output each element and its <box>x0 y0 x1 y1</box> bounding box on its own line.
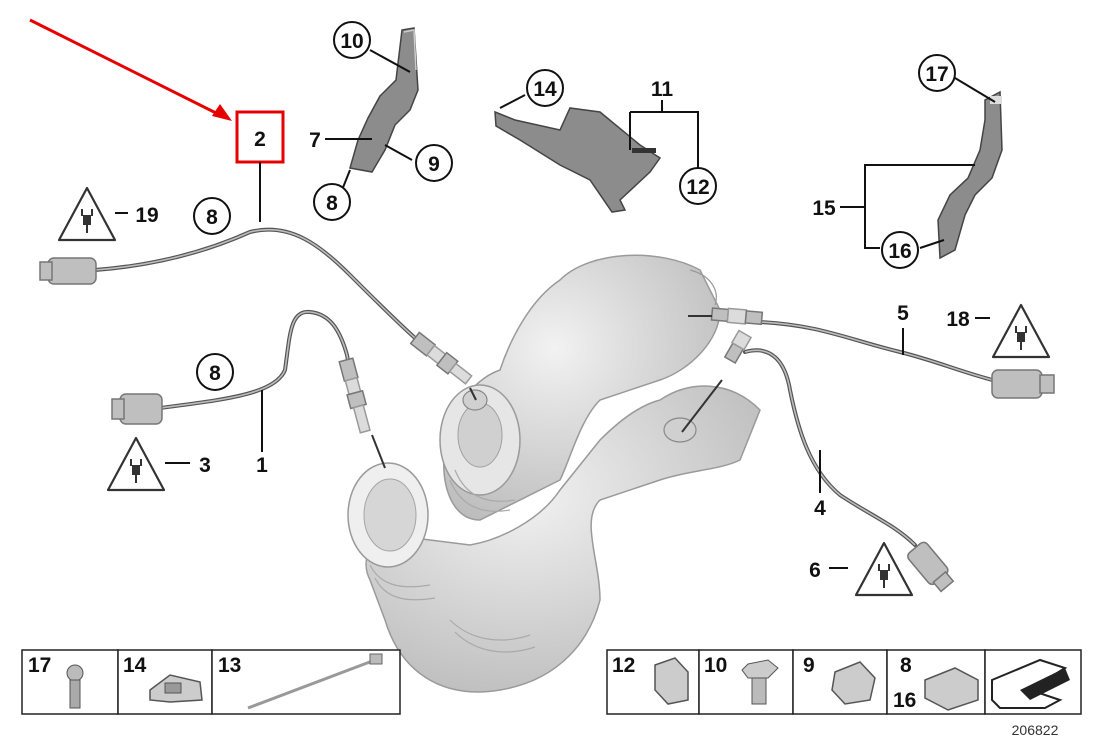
callout-19: 19 <box>135 204 158 227</box>
arrow-icon <box>991 658 1070 709</box>
legend-13: 13 <box>218 654 241 677</box>
cable-tie-icon <box>247 653 383 710</box>
clamp-icon <box>831 661 876 705</box>
bracket-11 <box>494 107 662 213</box>
callout-2: 2 <box>254 128 266 151</box>
warning-triangle-3: 3 <box>106 436 211 492</box>
callout-16-circle: 16 <box>881 231 919 269</box>
callout-18: 18 <box>946 308 970 331</box>
clip-icon <box>654 657 689 705</box>
bolt-icon <box>66 664 84 709</box>
svg-text:8: 8 <box>206 206 218 229</box>
bracket-15 <box>937 90 1003 260</box>
callout-7: 7 <box>309 129 321 152</box>
oxygen-sensor-2 <box>39 227 477 401</box>
legend-14: 14 <box>123 654 147 677</box>
legend-10: 10 <box>704 654 727 677</box>
legend-8: 8 <box>900 654 912 677</box>
red-pointer-arrow <box>29 18 232 121</box>
callout-4: 4 <box>814 497 826 520</box>
legend-left: 17 14 13 <box>21 649 401 715</box>
callout-1: 1 <box>256 454 268 477</box>
callout-14-circle: 14 <box>526 69 564 107</box>
svg-text:16: 16 <box>888 240 911 263</box>
catalytic-converter <box>347 254 761 693</box>
svg-text:8: 8 <box>209 362 221 385</box>
legend-9: 9 <box>803 654 815 677</box>
legend-17: 17 <box>28 654 51 677</box>
legend-right: 12 10 9 8 16 <box>606 649 1082 715</box>
callout-11: 11 <box>651 78 674 101</box>
oxygen-sensor-4 <box>681 329 955 593</box>
callout-12-circle: 12 <box>679 167 717 205</box>
callout-15: 15 <box>812 197 836 220</box>
oxygen-sensor-5 <box>688 307 1055 399</box>
warning-triangle-19: 19 <box>57 186 159 242</box>
svg-text:10: 10 <box>340 30 363 53</box>
warning-triangle-6: 6 <box>809 541 914 597</box>
leader-lines <box>115 49 996 569</box>
svg-text:14: 14 <box>533 78 557 101</box>
callout-9-circle: 9 <box>415 144 453 182</box>
svg-text:8: 8 <box>326 192 338 215</box>
legend-12: 12 <box>612 654 635 677</box>
warning-triangle-18: 18 <box>946 303 1051 359</box>
figure-id: 206822 <box>1012 722 1059 738</box>
callout-6: 6 <box>809 559 821 582</box>
oxygen-sensor-1 <box>111 309 386 469</box>
callout-8-mid-circle: 8 <box>196 353 234 391</box>
legend-16: 16 <box>893 689 916 712</box>
bracket-7 <box>349 27 419 173</box>
svg-text:9: 9 <box>428 153 440 176</box>
svg-text:12: 12 <box>686 176 709 199</box>
callout-5: 5 <box>897 302 909 325</box>
grommet-icon <box>924 667 979 711</box>
callout-10-circle: 10 <box>333 21 371 59</box>
clip-nut-icon <box>149 674 203 703</box>
callout-3: 3 <box>199 454 211 477</box>
svg-text:17: 17 <box>925 63 948 86</box>
callout-8-left-circle: 8 <box>193 197 231 235</box>
callout-17-circle: 17 <box>918 54 956 92</box>
hex-bolt-icon <box>741 659 779 705</box>
callout-8-top-circle: 8 <box>313 183 351 221</box>
